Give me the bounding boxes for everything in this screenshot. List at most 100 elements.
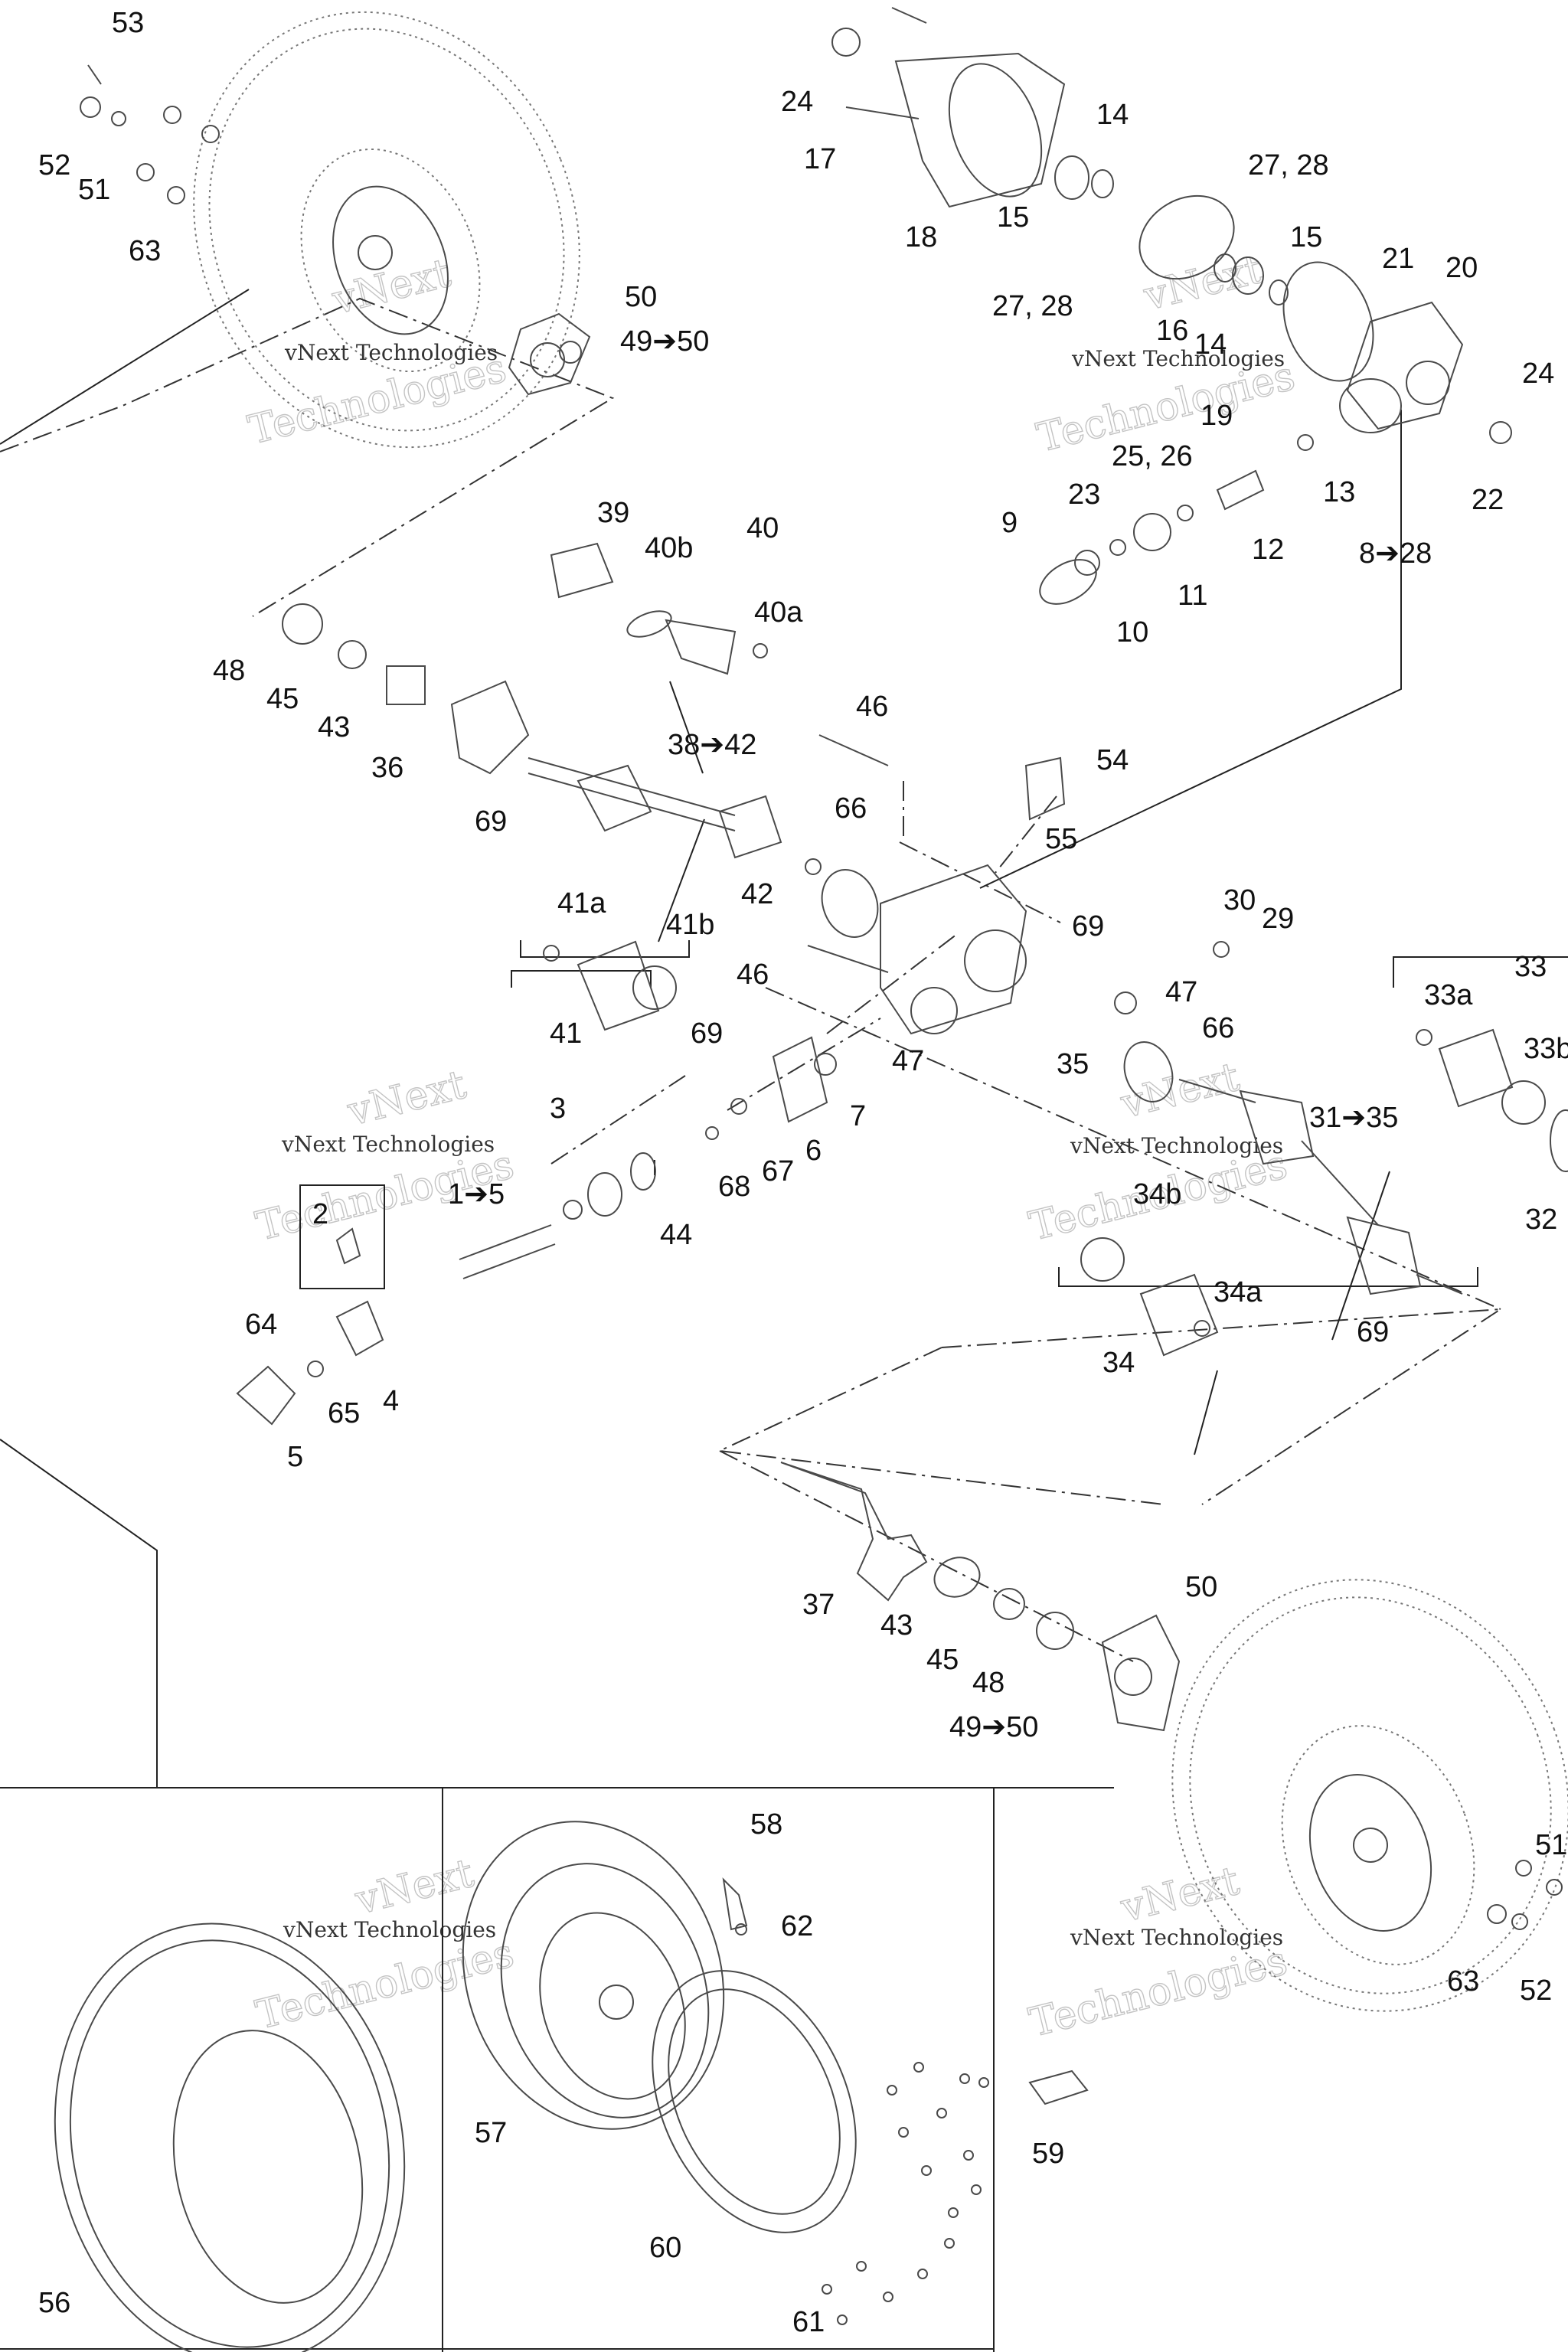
callout-42: 42 (741, 878, 773, 910)
callout-45: 45 (266, 683, 299, 715)
callout-64: 64 (245, 1308, 277, 1341)
callout-7: 7 (850, 1100, 866, 1132)
callout-69-c: 69 (691, 1018, 723, 1050)
callout-69-d: 69 (1357, 1316, 1389, 1348)
callout-29: 29 (1262, 903, 1294, 935)
callout-47-b: 47 (892, 1045, 924, 1077)
callout-6: 6 (805, 1135, 822, 1167)
callout-23: 23 (1068, 479, 1100, 511)
callout-22: 22 (1472, 484, 1504, 516)
callout-34: 34 (1102, 1347, 1135, 1379)
watermark-company: vNext Technologies (1070, 1133, 1283, 1158)
callout-61: 61 (792, 2306, 825, 2338)
callout-50-b: 50 (1185, 1571, 1217, 1603)
callout-43-b: 43 (880, 1609, 913, 1642)
driveshaft-left (236, 1036, 837, 1426)
callout-69-b: 69 (1072, 910, 1104, 942)
callout-52: 52 (38, 149, 70, 181)
watermark-brand: vNext (1116, 1054, 1244, 1128)
callout-41: 41 (550, 1018, 582, 1050)
callout-57: 57 (475, 2117, 507, 2149)
tire-bottom-right (1171, 1579, 1568, 2012)
tire-top-left (193, 11, 580, 449)
callout-43: 43 (318, 711, 350, 743)
callout-30: 30 (1223, 884, 1256, 916)
callout-63: 63 (129, 235, 161, 267)
callout-51: 51 (78, 174, 110, 206)
callout-40b: 40b (645, 532, 693, 564)
diff-cover-right (1339, 301, 1512, 444)
pinion-parts (1039, 434, 1314, 605)
callout-48: 48 (213, 655, 245, 687)
callout-17: 17 (804, 143, 836, 175)
callout-14: 14 (1096, 99, 1129, 131)
callout-69-a: 69 (475, 805, 507, 838)
callout-49-50-b: 49➔50 (949, 1711, 1038, 1743)
callout-48-b: 48 (972, 1667, 1004, 1699)
watermark-company: vNext Technologies (283, 1917, 496, 1942)
callout-46-b: 46 (737, 959, 769, 991)
gear-set-top (1054, 155, 1374, 382)
knuckle-right (780, 1462, 1181, 1732)
callout-62: 62 (781, 1910, 813, 1942)
label-sticker (1028, 2069, 1089, 2105)
callout-1-5: 1➔5 (448, 1178, 505, 1210)
callout-68: 68 (718, 1171, 750, 1203)
callout-66: 66 (835, 792, 867, 825)
watermark-brand: vNext (351, 1851, 479, 1924)
assembly-outlines (0, 297, 1504, 1662)
callout-5: 5 (287, 1441, 303, 1473)
beadlock-ring (652, 1970, 857, 2233)
callout-4: 4 (383, 1385, 399, 1417)
hub-top-left (508, 312, 591, 396)
watermark-brand: vNext (343, 1062, 471, 1135)
callout-24: 24 (781, 86, 813, 118)
callout-38-42: 38➔42 (668, 729, 756, 761)
watermark-brand: vNext (1116, 1858, 1244, 1932)
callout-39: 39 (597, 497, 629, 529)
callout-12: 12 (1252, 534, 1284, 566)
frames (0, 940, 1568, 2352)
watermark-outline: Technologies (1025, 1938, 1292, 2046)
callout-65: 65 (328, 1397, 360, 1429)
callout-54: 54 (1096, 744, 1129, 776)
callout-15: 15 (997, 201, 1029, 234)
part-2-box (299, 1184, 385, 1289)
callout-19: 19 (1200, 400, 1233, 432)
callout-33: 33 (1514, 951, 1547, 983)
callout-41b: 41b (666, 909, 714, 941)
leader-lines (0, 289, 1402, 1455)
watermark-company: vNext Technologies (284, 340, 498, 365)
center-diff (807, 734, 1230, 1035)
watermark-company: vNext Technologies (1071, 346, 1285, 371)
callout-60: 60 (649, 2232, 681, 2264)
callout-24-b: 24 (1522, 358, 1554, 390)
callout-33a: 33a (1424, 979, 1473, 1011)
callout-67: 67 (762, 1155, 794, 1187)
callout-41a: 41a (557, 887, 606, 920)
front-right-axle (1080, 1028, 1568, 1357)
front-left-axle (282, 542, 879, 1031)
callout-59: 59 (1032, 2138, 1064, 2170)
callout-63-b: 63 (1447, 1965, 1479, 1998)
callout-55: 55 (1045, 823, 1077, 855)
callout-18: 18 (905, 221, 937, 253)
callout-47: 47 (1165, 976, 1197, 1008)
callout-10: 10 (1116, 616, 1148, 648)
callout-27-28-b: 27, 28 (992, 290, 1073, 322)
callout-34a: 34a (1214, 1276, 1263, 1308)
callout-2: 2 (312, 1198, 328, 1230)
callout-45-b: 45 (926, 1644, 959, 1676)
callout-56: 56 (38, 2287, 70, 2319)
callout-49-50: 49➔50 (620, 325, 709, 358)
callout-8-28: 8➔28 (1359, 537, 1432, 570)
callout-13: 13 (1323, 476, 1355, 508)
callout-27-28-a: 27, 28 (1248, 149, 1329, 181)
callout-51-b: 51 (1535, 1829, 1567, 1861)
lugs-top-left (80, 64, 220, 204)
callout-32: 32 (1525, 1204, 1557, 1236)
callout-44: 44 (660, 1219, 692, 1251)
callout-21: 21 (1382, 243, 1414, 275)
callout-3: 3 (550, 1093, 566, 1125)
